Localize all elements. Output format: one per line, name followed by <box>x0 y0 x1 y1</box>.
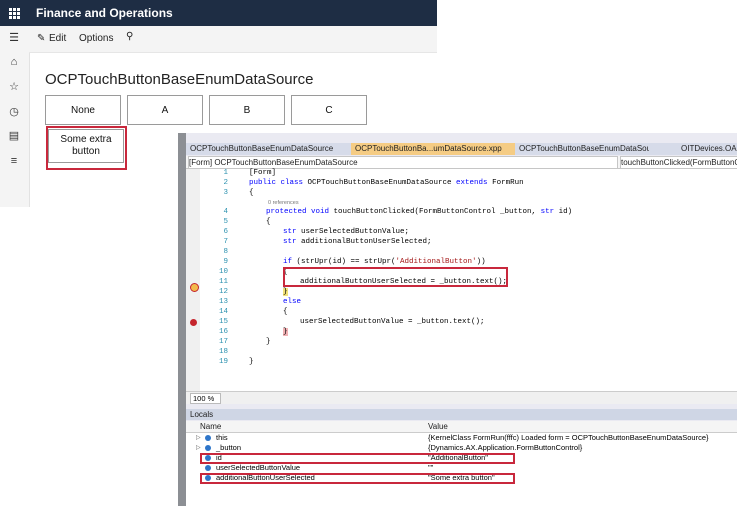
name-column-header[interactable]: Name <box>200 422 222 431</box>
locals-row[interactable]: userSelectedButtonValue"" <box>186 463 737 473</box>
star-icon[interactable]: ☆ <box>9 81 19 93</box>
line-number: 14 <box>218 308 228 316</box>
document-tabs: OCPTouchButtonBaseEnumDataSource OCPTouc… <box>186 143 737 155</box>
member-dropdown[interactable]: touchButtonClicked(FormButtonControl _bu… <box>620 156 737 169</box>
tab-oitdevices[interactable]: OITDevices.OAP <box>681 144 737 153</box>
line-number: 12 <box>218 288 228 296</box>
finance-operations-window: Finance and Operations ☰ ⌂ ☆ ◷ ▤ ≡ ✎ Edi… <box>0 0 437 207</box>
code-line: [Form] <box>249 169 277 177</box>
line-number: 9 <box>223 258 228 266</box>
breakpoint-icon[interactable] <box>190 319 197 326</box>
tab-datasource-2[interactable]: OCPTouchButtonBaseEnumDataSource <box>519 144 649 153</box>
field-icon <box>205 465 211 471</box>
top-bar: Finance and Operations <box>0 0 437 26</box>
hamburger-icon[interactable]: ☰ <box>9 32 19 44</box>
code-line: { <box>249 189 254 197</box>
current-breakpoint-icon[interactable] <box>190 283 199 292</box>
code-line: public class OCPTouchButtonBaseEnumDataS… <box>249 179 524 187</box>
assignment-highlight <box>283 267 508 287</box>
locals-row[interactable]: additionalButtonUserSelected"Some extra … <box>186 473 737 483</box>
field-icon <box>205 435 211 441</box>
selected-row-highlight <box>200 473 515 484</box>
type-dropdown[interactable]: [Form] OCPTouchButtonBaseEnumDataSource <box>188 156 618 169</box>
tab-active-xpp[interactable]: OCPTouchButtonBa...umDataSource.xpp <box>351 143 515 155</box>
app-title: Finance and Operations <box>36 6 173 20</box>
code-line: protected void touchButtonClicked(FormBu… <box>266 208 573 216</box>
line-number: 2 <box>223 179 228 187</box>
expand-icon[interactable]: ▷ <box>196 445 201 451</box>
expand-icon[interactable]: ▷ <box>196 435 201 441</box>
b-button[interactable]: B <box>209 95 285 125</box>
field-icon <box>205 475 211 481</box>
locals-title: Locals <box>186 409 737 420</box>
home-icon[interactable]: ⌂ <box>10 56 18 68</box>
tab-datasource-1[interactable]: OCPTouchButtonBaseEnumDataSource <box>190 144 334 153</box>
workspace-icon[interactable]: ▤ <box>8 130 20 142</box>
code-line: additionalButtonUserSelected = _button.t… <box>300 278 508 286</box>
window-edge <box>178 133 186 506</box>
line-number: 3 <box>223 189 228 197</box>
zoom-bar: 100 % <box>186 391 737 404</box>
code-line: } <box>283 288 288 296</box>
list-icon[interactable]: ≡ <box>10 155 18 167</box>
clock-icon[interactable]: ◷ <box>9 106 19 118</box>
none-button[interactable]: None <box>45 95 121 125</box>
id-row-highlight <box>200 453 515 464</box>
form-title: OCPTouchButtonBaseEnumDataSource <box>45 71 314 88</box>
code-line: userSelectedButtonValue = _button.text()… <box>300 318 485 326</box>
code-line: } <box>283 328 288 336</box>
code-line: { <box>283 308 288 316</box>
line-number: 6 <box>223 228 228 236</box>
line-number: 15 <box>218 318 228 326</box>
navigation-bar: [Form] OCPTouchButtonBaseEnumDataSource … <box>186 156 737 169</box>
field-icon <box>205 445 211 451</box>
breakpoint-margin[interactable] <box>186 169 200 391</box>
line-number: 18 <box>218 348 228 356</box>
c-button[interactable]: C <box>291 95 367 125</box>
locals-row[interactable]: ▷ _button{Dynamics.AX.Application.FormBu… <box>196 443 583 452</box>
code-line: else <box>283 298 302 306</box>
references-codelens[interactable]: 0 references <box>268 200 299 206</box>
code-line: } <box>249 358 254 366</box>
locals-header: Name Value <box>186 421 737 433</box>
line-number: 11 <box>218 278 228 286</box>
search-icon[interactable]: ⚲ <box>126 31 134 42</box>
grid-icon[interactable] <box>9 8 20 19</box>
line-number: 16 <box>218 328 228 336</box>
line-number: 8 <box>223 248 228 256</box>
line-number: 7 <box>223 238 228 246</box>
locals-table: ▷ this{KernelClass FormRun(fffc) Loaded … <box>186 433 737 506</box>
line-number: 10 <box>218 268 228 276</box>
code-line: { <box>283 268 288 276</box>
a-button[interactable]: A <box>127 95 203 125</box>
code-editor[interactable]: 1 2 3 4 5 6 7 8 9 10 11 12 13 14 15 16 1… <box>186 169 737 391</box>
some-extra-button[interactable]: Some extra button <box>48 129 124 163</box>
locals-row[interactable]: id"AdditionalButton" <box>186 453 737 463</box>
options-button[interactable]: Options <box>79 33 114 44</box>
edit-button[interactable]: Edit <box>49 33 67 44</box>
pencil-icon[interactable]: ✎ <box>37 33 46 44</box>
extra-button-highlight <box>46 126 127 170</box>
action-pane: ✎ Edit Options ⚲ <box>29 26 437 53</box>
line-number: 4 <box>223 208 228 216</box>
nav-rail: ☰ ⌂ ☆ ◷ ▤ ≡ <box>0 26 30 207</box>
line-number: 19 <box>218 358 228 366</box>
visual-studio-window: OCPTouchButtonBaseEnumDataSource OCPTouc… <box>178 133 737 506</box>
code-line: str userSelectedButtonValue; <box>283 228 410 236</box>
code-line: { <box>266 218 271 226</box>
line-number: 17 <box>218 338 228 346</box>
code-line: str additionalButtonUserSelected; <box>283 238 432 246</box>
locals-row[interactable]: ▷ this{KernelClass FormRun(fffc) Loaded … <box>196 433 709 442</box>
code-line: } <box>266 338 271 346</box>
code-line: if (strUpr(id) == strUpr('AdditionalButt… <box>283 258 486 266</box>
line-number: 1 <box>223 169 228 177</box>
field-icon <box>205 455 211 461</box>
line-number: 13 <box>218 298 228 306</box>
line-number: 5 <box>223 218 228 226</box>
zoom-dropdown[interactable]: 100 % <box>190 393 222 404</box>
value-column-header[interactable]: Value <box>428 422 448 431</box>
